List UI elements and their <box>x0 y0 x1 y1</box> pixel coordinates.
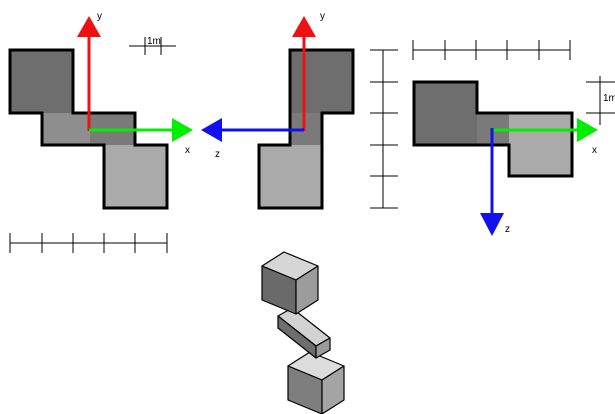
front-scale-bar <box>129 37 176 55</box>
side-y-label: y <box>320 11 325 22</box>
front-block-middle-left <box>42 113 90 145</box>
top-block-left <box>414 82 477 145</box>
front-x-label: x <box>185 145 190 156</box>
top-block-right <box>509 113 572 176</box>
iso-bottom-cube <box>287 351 345 414</box>
x-axis-arrow-icon <box>577 118 598 142</box>
front-scale-label: 1m <box>147 36 161 47</box>
front-y-label: y <box>97 11 102 22</box>
front-axes: y x <box>77 11 193 156</box>
side-block-bottom <box>259 145 322 208</box>
front-bottom-ruler <box>9 233 168 253</box>
top-upper-ruler <box>412 40 571 60</box>
iso-middle-bar <box>277 307 331 359</box>
top-scale-label: 1m <box>603 93 615 104</box>
top-view-shape <box>412 80 574 178</box>
top-view-outline <box>412 80 574 178</box>
top-axes: x z <box>480 118 598 236</box>
front-block-top-left <box>10 50 73 113</box>
top-z-label: z <box>505 224 510 235</box>
isometric-3d-view <box>261 251 345 414</box>
front-view-outline <box>8 48 169 210</box>
side-axes: y z <box>201 11 325 160</box>
top-scale-bar <box>586 76 615 125</box>
front-view-shape <box>8 48 169 210</box>
z-axis-arrow-icon <box>480 213 504 236</box>
side-view-shape <box>257 48 355 210</box>
iso-top-cube <box>261 251 319 315</box>
z-axis-arrow-icon <box>201 118 222 142</box>
top-left-ruler <box>370 49 398 209</box>
top-x-label: x <box>592 145 597 156</box>
side-z-label: z <box>215 149 220 160</box>
y-axis-arrow-icon <box>292 16 316 37</box>
side-view: y z <box>201 11 355 210</box>
front-block-bottom <box>104 145 167 208</box>
front-view: 1m y x <box>8 11 193 253</box>
side-block-top <box>290 50 353 113</box>
x-axis-arrow-icon <box>172 118 193 142</box>
y-axis-arrow-icon <box>77 16 101 37</box>
top-view: 1m x z <box>370 40 615 236</box>
side-view-outline <box>257 48 355 210</box>
